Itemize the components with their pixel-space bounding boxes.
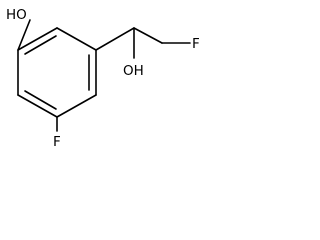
ring-double-bond-inner-bottom-left	[24, 90, 57, 110]
chemical-structure: HO OH F F	[6, 7, 200, 150]
label-side-hydroxyl: OH	[123, 63, 144, 79]
ring-bond-lower-right-bottom	[56, 94, 97, 118]
ring-bond-top-upper-right	[56, 27, 97, 51]
atom-labels: HO OH F F	[6, 7, 200, 150]
label-chain-fluorine: F	[192, 36, 200, 52]
bond-ring-to-carbinol	[95, 27, 135, 51]
bond-carbinol-to-ch2	[133, 27, 163, 44]
label-ring-fluorine: F	[53, 134, 61, 150]
ring-bond-bottom-lower-left	[17, 94, 58, 118]
bond-ring-to-hydroxyl	[17, 19, 31, 51]
label-ring-hydroxyl: HO	[6, 7, 27, 23]
ring-double-bond-inner-top-left	[24, 35, 57, 55]
bonds	[17, 19, 191, 132]
ring-bond-upper-left-top	[17, 27, 58, 51]
